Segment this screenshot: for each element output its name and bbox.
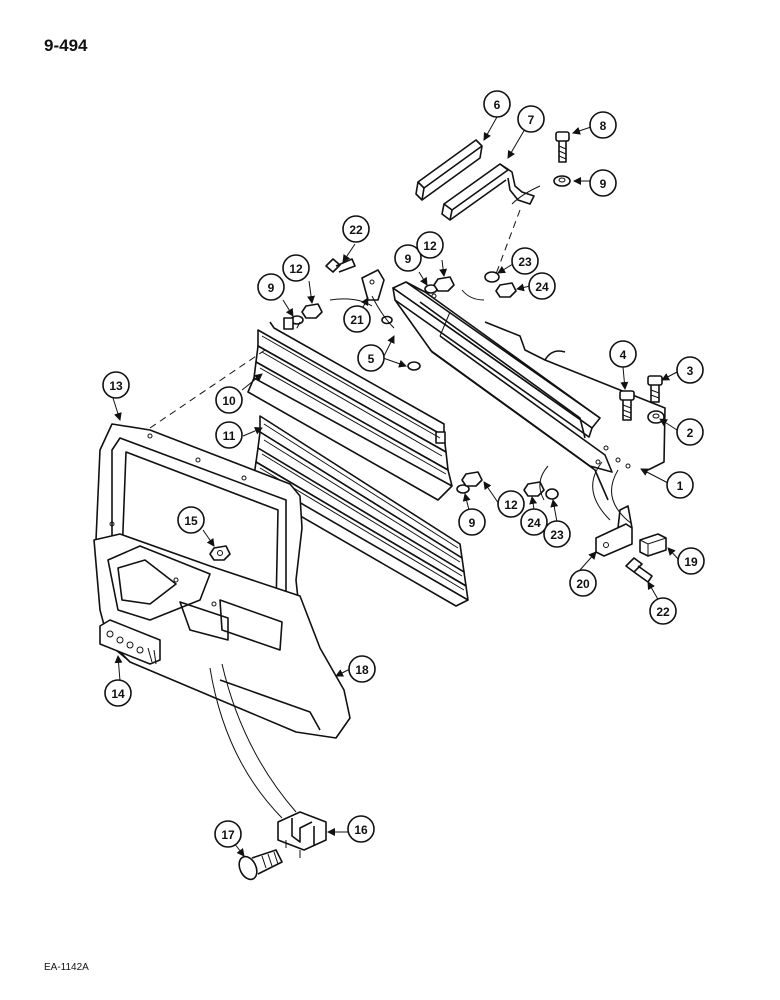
bolt-3 (647, 375, 663, 403)
callout-9: 9 (394, 244, 422, 272)
bolt-22-bottom (625, 557, 653, 583)
nut-2 (647, 410, 665, 424)
nut-12-c (461, 471, 483, 487)
bolt-8 (555, 131, 570, 163)
nut-24-top (495, 282, 517, 298)
callout-8: 8 (589, 111, 617, 139)
callout-label: 4 (620, 348, 627, 362)
grille-slats-10 (247, 317, 453, 501)
bracket-20 (595, 505, 633, 557)
callout-label: 9 (469, 516, 476, 530)
callout-label: 6 (494, 98, 501, 112)
trim-strip-6 (415, 139, 483, 201)
callout-24: 24 (520, 508, 548, 536)
callout-label: 17 (221, 828, 235, 842)
callout-label: 3 (687, 364, 694, 378)
callout-label: 7 (528, 113, 535, 127)
callout-label: 12 (504, 498, 518, 512)
callout-6: 6 (483, 90, 511, 118)
nut-12-a (301, 303, 323, 319)
callout-4: 4 (609, 340, 637, 368)
callout-24: 24 (528, 272, 556, 300)
bolt-4 (619, 390, 635, 421)
latch-16 (277, 811, 327, 858)
washer-9-c (456, 484, 470, 494)
callout-1: 1 (666, 471, 694, 499)
callout-22: 22 (649, 597, 677, 625)
nut-23-top (484, 271, 500, 283)
callout-18: 18 (348, 655, 376, 683)
callout-12: 12 (497, 490, 525, 518)
callout-10: 10 (215, 386, 243, 414)
callout-17: 17 (214, 820, 242, 848)
callout-label: 10 (222, 394, 236, 408)
callout-9: 9 (257, 273, 285, 301)
support-rail (392, 281, 666, 501)
callout-21: 21 (343, 305, 371, 333)
callout-label: 16 (354, 823, 368, 837)
callout-label: 13 (109, 379, 123, 393)
callout-label: 23 (518, 255, 532, 269)
callout-label: 22 (656, 605, 670, 619)
callout-label: 18 (355, 663, 369, 677)
callout-label: 22 (349, 223, 363, 237)
callout-19: 19 (677, 547, 705, 575)
callout-label: 9 (405, 252, 412, 266)
nut-12-b (433, 276, 455, 292)
callout-label: 11 (223, 429, 236, 443)
grille-slats-11 (251, 415, 469, 607)
callout-7: 7 (517, 105, 545, 133)
switch-bar-14 (99, 619, 161, 665)
callout-12: 12 (416, 231, 444, 259)
assembly-lines (149, 185, 633, 819)
callout-label: 1 (677, 479, 684, 493)
callout-22: 22 (342, 215, 370, 243)
callout-15: 15 (177, 506, 205, 534)
callout-13: 13 (102, 371, 130, 399)
callout-label: 20 (576, 577, 590, 591)
callout-label: 8 (600, 119, 607, 133)
pad-19 (639, 533, 667, 557)
callout-label: 12 (289, 262, 303, 276)
nut-15 (209, 545, 231, 561)
callout-label: 24 (527, 516, 541, 530)
callout-14: 14 (104, 679, 132, 707)
callouts (111, 116, 680, 857)
callout-label: 23 (550, 528, 564, 542)
drawing-code: EA-1142A (44, 962, 89, 973)
screw-17 (238, 849, 283, 881)
bracket-21 (361, 269, 385, 301)
callout-16: 16 (347, 815, 375, 843)
callout-2: 2 (676, 418, 704, 446)
callout-label: 21 (350, 313, 364, 327)
callout-23: 23 (543, 520, 571, 548)
trim-strip-7 (441, 163, 535, 221)
callout-label: 14 (111, 687, 125, 701)
callout-label: 15 (184, 514, 198, 528)
callout-label: 19 (684, 555, 698, 569)
callout-9: 9 (589, 169, 617, 197)
callout-label: 12 (423, 239, 437, 253)
callout-label: 9 (600, 177, 607, 191)
callout-9: 9 (458, 508, 486, 536)
callout-label: 2 (687, 426, 694, 440)
callout-5: 5 (357, 344, 385, 372)
washer-23-bottom (545, 488, 559, 500)
callout-3: 3 (676, 356, 704, 384)
washer-5-b (407, 361, 421, 371)
callout-12: 12 (282, 254, 310, 282)
bolt-22-top (325, 258, 356, 273)
callout-23: 23 (511, 247, 539, 275)
callout-label: 9 (268, 281, 275, 295)
washer-9-top (553, 175, 571, 187)
callout-11: 11 (215, 421, 243, 449)
callout-label: 5 (368, 352, 375, 366)
callout-20: 20 (569, 569, 597, 597)
callout-label: 24 (535, 280, 549, 294)
page-number: 9-494 (44, 36, 88, 55)
grille-housing (93, 423, 351, 739)
